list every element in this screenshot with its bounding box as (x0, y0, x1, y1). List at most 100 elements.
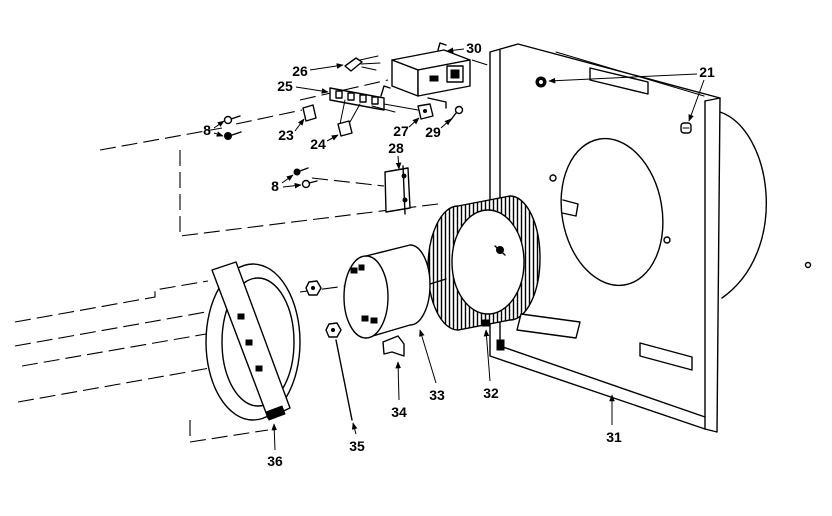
callout-21: 21 (699, 64, 715, 80)
screw-8-lower-a (293, 167, 309, 176)
bracket-plate (384, 167, 411, 213)
leader-29 (440, 118, 452, 129)
callout-30: 30 (466, 40, 482, 56)
wheel-hub-set-screw (494, 245, 506, 256)
screw-shank (299, 167, 309, 172)
terminal (359, 94, 367, 103)
relay-27 (417, 103, 434, 120)
leader-32 (483, 329, 491, 382)
screw-shank (231, 131, 242, 136)
control-box (391, 42, 471, 109)
leader-8-upper-b (213, 131, 224, 137)
box-switch (450, 69, 460, 79)
phantom-line (99, 127, 223, 151)
back-panel (489, 43, 812, 433)
housing-bulge (719, 111, 767, 299)
callout-36: 36 (267, 453, 283, 469)
screw-21-lower (680, 122, 692, 134)
phantom-line (14, 311, 207, 347)
leader-33 (419, 329, 437, 384)
phantom-line (14, 280, 209, 323)
box-terminal (429, 75, 439, 82)
leader-24 (326, 134, 339, 142)
leader-23 (294, 118, 305, 132)
panel-right-flange (704, 97, 721, 430)
callouts: 30 21 26 25 8 23 24 27 29 28 8 36 35 34 … (203, 40, 715, 469)
bracket-rivet (401, 173, 407, 179)
phantom-line (311, 177, 385, 187)
leader-21-upper (548, 73, 698, 84)
callout-25: 25 (277, 78, 293, 94)
screw-head (293, 168, 301, 176)
motor-stud (350, 267, 358, 274)
callout-33: 33 (429, 387, 445, 403)
callout-26: 26 (292, 63, 308, 79)
motor-shaft (429, 278, 447, 285)
wheel-opening (451, 209, 525, 315)
callout-24: 24 (310, 136, 326, 152)
wheel-balance-clip (481, 319, 490, 327)
screw-head (223, 115, 233, 125)
callout-8-lower: 8 (271, 178, 279, 194)
box-tab (437, 42, 447, 51)
leader-8-lower-a (281, 174, 294, 184)
crossbar-hole (245, 339, 253, 346)
leader-25 (295, 86, 329, 94)
phantom-line (17, 367, 211, 403)
screw-8-upper-b (224, 131, 242, 140)
screw-8-upper-a (223, 115, 241, 125)
callout-28: 28 (388, 140, 404, 156)
nut-35-lower-hole (331, 328, 335, 332)
screw-head (301, 179, 311, 189)
leader-28 (395, 155, 402, 170)
leader-8-lower-b (282, 182, 302, 189)
screw-shank (230, 115, 241, 120)
phantom-line (179, 150, 439, 237)
front-ring (205, 261, 301, 421)
callout-31: 31 (606, 429, 622, 445)
clip-23 (302, 104, 317, 122)
callout-8-upper: 8 (203, 122, 211, 138)
cutoff-plate (516, 313, 581, 339)
blower-wheel (427, 195, 541, 331)
box-lower-bracket (427, 97, 447, 109)
terminal (371, 96, 379, 105)
leader-21-lower (688, 79, 705, 122)
opening-notch (561, 199, 579, 217)
relay-terminal (423, 109, 427, 113)
callout-27: 27 (393, 123, 409, 139)
wiring (339, 99, 419, 125)
rod-35 (335, 339, 353, 421)
blower-opening (560, 137, 664, 287)
screw-head (454, 105, 464, 115)
screw-shank (308, 180, 318, 184)
callout-34: 34 (391, 404, 407, 420)
screw-head (224, 132, 232, 140)
screw-8-lower-b (301, 179, 318, 189)
terminal-bracket (380, 85, 391, 97)
screw-21-upper (535, 76, 547, 88)
terminal-block-25 (329, 85, 391, 111)
motor (343, 244, 447, 339)
leader-35 (351, 422, 358, 435)
crossbar-hole (237, 313, 245, 320)
leader-30 (446, 47, 465, 54)
motor-stud (358, 264, 365, 271)
leader-34 (395, 361, 401, 401)
motor-mount-34 (382, 335, 405, 357)
callout-32: 32 (483, 385, 499, 401)
clip-24 (337, 120, 353, 137)
connector-26 (344, 55, 381, 72)
phantom-line (235, 109, 303, 125)
phantom-line (189, 420, 269, 443)
leader-36 (271, 423, 278, 451)
fastener-35 (305, 280, 353, 421)
terminal (347, 92, 355, 101)
panel-screw (549, 174, 557, 182)
callout-35: 35 (349, 438, 365, 454)
connector-body (344, 57, 363, 72)
panel-screw (804, 261, 812, 269)
leader-26 (309, 63, 344, 71)
terminal (335, 90, 343, 99)
